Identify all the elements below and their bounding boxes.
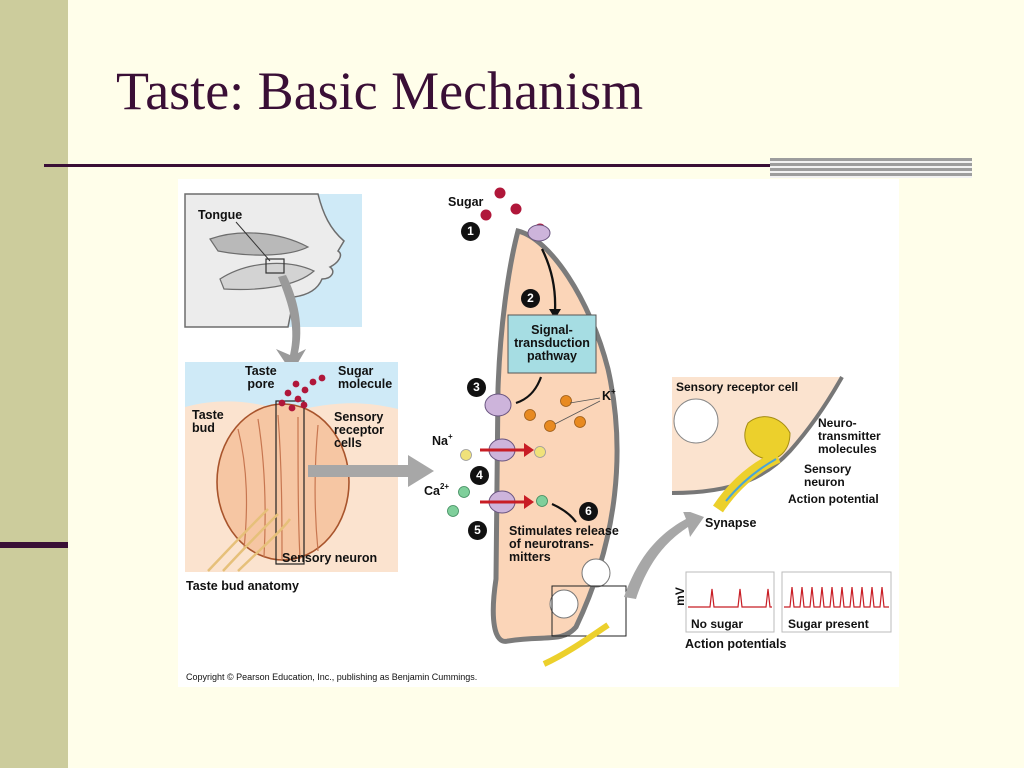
trace-no-sugar bbox=[688, 588, 772, 608]
label-k-ion: K+ bbox=[602, 387, 616, 403]
left-accent-bar bbox=[0, 0, 68, 768]
label-taste-pore: Taste pore bbox=[245, 364, 277, 391]
step-5-badge: 5 bbox=[468, 521, 487, 540]
palate bbox=[209, 232, 310, 256]
label-sugar: Sugar bbox=[448, 195, 484, 209]
k-leader-2 bbox=[554, 400, 601, 425]
ca-ion-inside bbox=[536, 495, 548, 507]
taste-mechanism-figure: Tongue Taste pore Sugar molecule Taste b… bbox=[178, 179, 899, 687]
sugar-receptor bbox=[527, 224, 551, 242]
label-sugar-molecule: Sugar molecule bbox=[338, 364, 393, 391]
synapse-neuron-terminal bbox=[744, 416, 791, 460]
receptor-cell-outlines bbox=[237, 414, 319, 562]
caption-synapse: Synapse bbox=[705, 516, 757, 530]
ca-ion-outside-1 bbox=[458, 486, 470, 498]
caption-taste-bud-anatomy: Taste bud anatomy bbox=[186, 579, 299, 593]
title-rule-block bbox=[770, 158, 972, 178]
step6-arrow bbox=[551, 502, 577, 523]
label-taste-bud: Taste bud bbox=[192, 408, 224, 435]
label-neurotransmitter: Neuro- transmitter molecules bbox=[818, 416, 881, 456]
label-signal-pathway: Signal- transduction pathway bbox=[514, 323, 590, 363]
head-profile bbox=[184, 193, 345, 328]
trace-sugar bbox=[784, 586, 889, 608]
bud-to-cell-arrow bbox=[308, 455, 434, 487]
ca-ion-outside-2 bbox=[447, 505, 459, 517]
caption-action-potentials: Action potentials bbox=[685, 637, 787, 651]
bud-panel-sky bbox=[185, 362, 398, 411]
tongue-leader bbox=[235, 221, 271, 262]
taste-bud-body bbox=[216, 403, 350, 561]
k-channel bbox=[484, 393, 512, 417]
title-rule bbox=[44, 164, 770, 167]
tongue-shape bbox=[219, 262, 316, 291]
step3-arrow bbox=[515, 376, 543, 405]
label-tongue: Tongue bbox=[198, 208, 243, 222]
k-ions bbox=[524, 395, 586, 432]
label-na-ion: Na+ bbox=[432, 432, 453, 448]
na-ion-charge: + bbox=[447, 432, 453, 441]
synapse-action-potential bbox=[725, 458, 777, 502]
k-ion-symbol: K bbox=[602, 389, 612, 403]
step-1-badge: 1 bbox=[461, 222, 480, 241]
trace-no-sugar-box bbox=[685, 571, 775, 633]
na-arrowhead bbox=[524, 443, 534, 457]
step2-arrowhead bbox=[549, 309, 561, 319]
step-3-badge: 3 bbox=[467, 378, 486, 397]
label-synapse-sensory-neuron: Sensory neuron bbox=[804, 462, 852, 489]
tongue-to-bud-arrow bbox=[276, 275, 306, 373]
na-ion-outside bbox=[460, 449, 472, 461]
figure-artwork bbox=[184, 187, 892, 667]
step-2-badge: 2 bbox=[521, 289, 540, 308]
k-leader bbox=[569, 397, 601, 404]
bud-sugar-molecules bbox=[278, 374, 326, 412]
synapse-vesicle bbox=[673, 398, 719, 444]
label-action-potential: Action potential bbox=[788, 492, 879, 506]
slide-title: Taste: Basic Mechanism bbox=[116, 61, 644, 121]
label-mv: mV bbox=[672, 587, 687, 606]
synapse-cleft-area bbox=[672, 377, 891, 512]
step-4-badge: 4 bbox=[470, 466, 489, 485]
synapse-neuron-axon bbox=[713, 451, 781, 513]
step-6-badge: 6 bbox=[579, 502, 598, 521]
tongue-zoom-box bbox=[265, 258, 285, 274]
label-ca-ion: Ca2+ bbox=[424, 482, 450, 498]
ca-ion-charge: 2+ bbox=[439, 482, 450, 491]
na-ion-inside bbox=[534, 446, 546, 458]
na-ion-symbol: Na bbox=[432, 434, 448, 448]
label-sugar-present: Sugar present bbox=[788, 617, 869, 631]
ca-ion-symbol: Ca bbox=[424, 484, 440, 498]
cell-neuron bbox=[542, 622, 610, 667]
left-bar-divider bbox=[0, 542, 68, 548]
bud-zoom-box bbox=[275, 400, 305, 565]
k-ion-charge: + bbox=[611, 387, 616, 396]
neurotransmitter-vesicles bbox=[549, 558, 611, 619]
cell-to-synapse-arrow bbox=[624, 509, 704, 599]
signal-pathway-box bbox=[507, 314, 597, 374]
copyright-notice: Copyright © Pearson Education, Inc., pub… bbox=[186, 672, 478, 682]
step2-arrow bbox=[540, 248, 557, 312]
sensory-neuron-fibers bbox=[207, 508, 292, 572]
ca-arrowhead bbox=[524, 495, 534, 509]
label-sensory-receptor-cell: Sensory receptor cell bbox=[676, 380, 799, 394]
label-no-sugar: No sugar bbox=[691, 617, 744, 631]
label-sensory-receptor-cells: Sensory receptor cells bbox=[334, 410, 385, 450]
label-sensory-neuron: Sensory neuron bbox=[282, 551, 378, 565]
label-stimulates-release: Stimulates release of neurotrans- mitter… bbox=[509, 524, 619, 564]
synapse-membrane bbox=[671, 376, 844, 495]
